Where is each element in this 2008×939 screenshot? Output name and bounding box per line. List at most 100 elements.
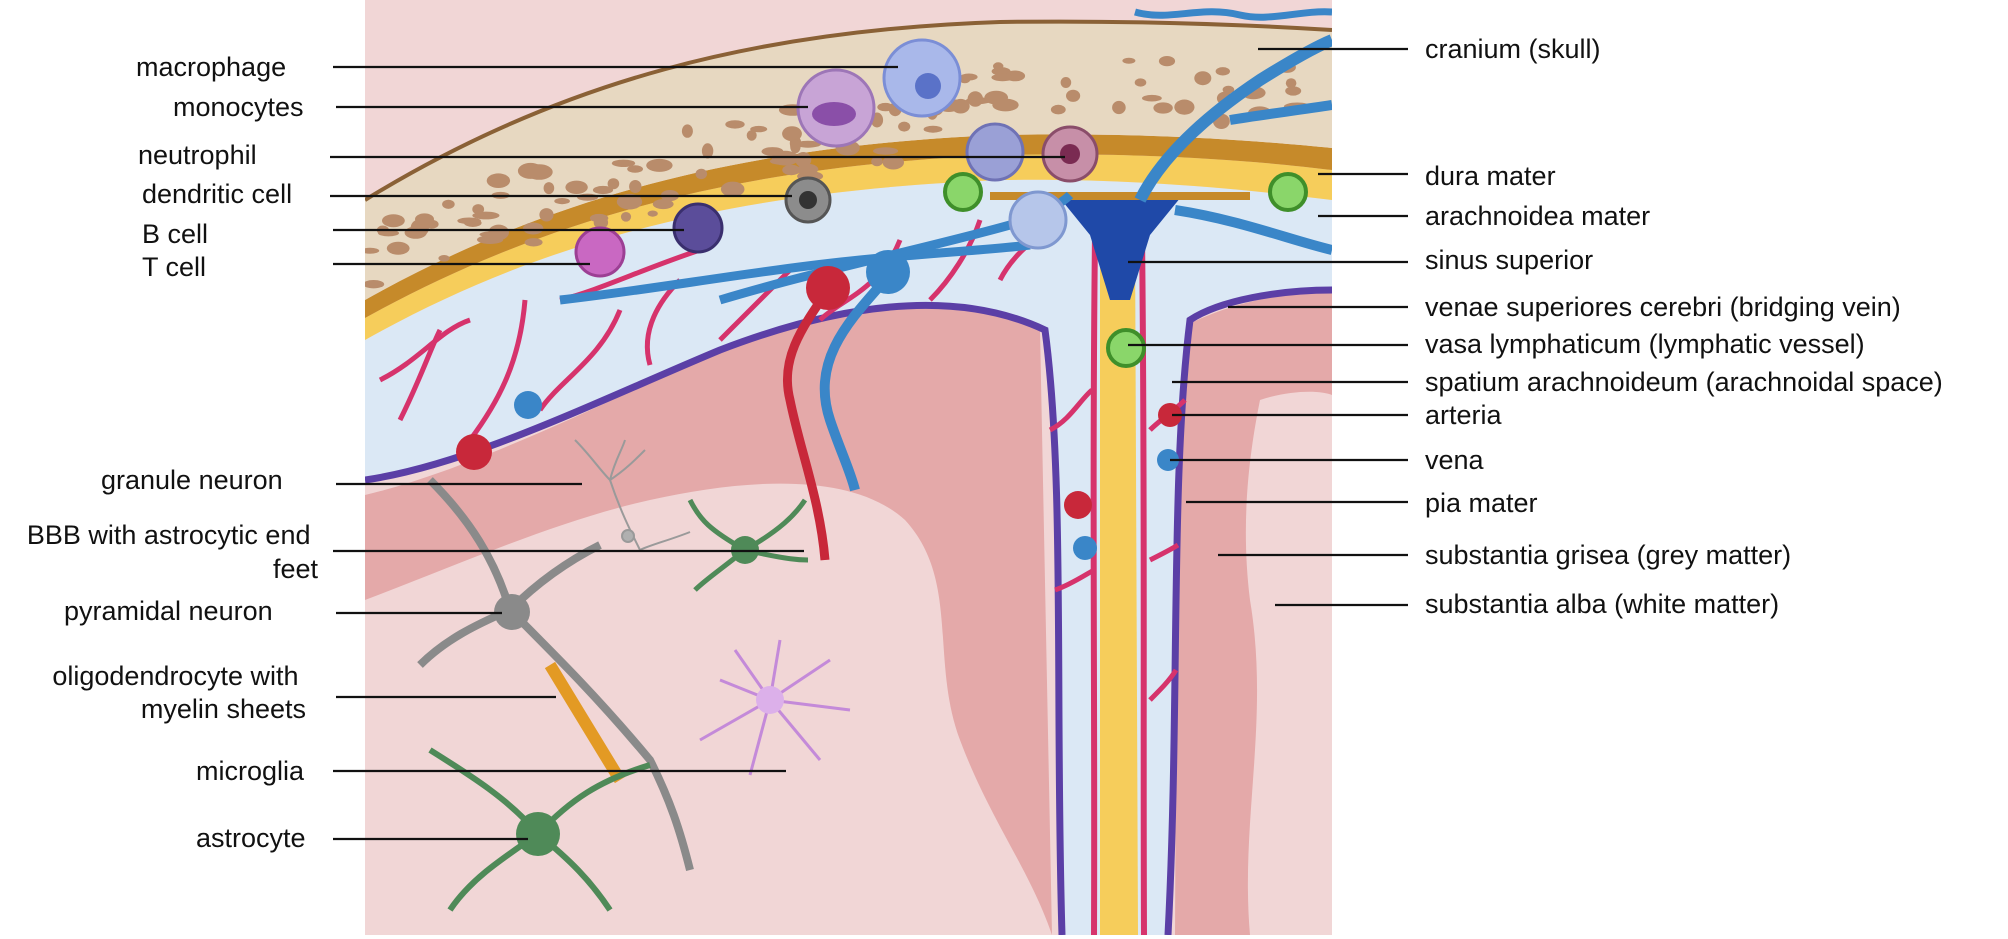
skull-pore — [592, 185, 614, 195]
label-granule-neuron: granule neuron — [101, 465, 283, 495]
lymphatic-vessel-1 — [943, 172, 983, 212]
pyramidal-soma — [494, 594, 530, 630]
skull-pore — [1142, 94, 1162, 102]
label-neutrophil: neutrophil — [138, 140, 257, 170]
illustration — [365, 0, 1332, 935]
skull-outer-edge — [365, 19, 1332, 202]
label-b-cell: B cell — [142, 219, 208, 249]
skull-pore — [365, 247, 380, 254]
label-spatium: spatium arachnoideum (arachnoidal space) — [1425, 367, 1943, 397]
label-sinus-superior: sinus superior — [1425, 245, 1593, 275]
label-cranium: cranium (skull) — [1425, 34, 1601, 64]
white-matter-core-right — [1245, 391, 1332, 935]
label-arteria: arteria — [1425, 400, 1503, 430]
skull-pore — [620, 212, 632, 222]
skull-pore — [488, 224, 510, 241]
skull-pore — [695, 168, 708, 180]
skull-pore — [720, 181, 745, 197]
vein-cross-section-3 — [1157, 449, 1179, 471]
skull-pore — [524, 238, 543, 247]
astrocyte-soma — [516, 812, 560, 856]
vein-head — [866, 250, 910, 294]
skull-pore — [959, 74, 971, 84]
skull-pore — [647, 210, 658, 217]
skull-pore — [652, 199, 674, 210]
skull-pore — [577, 193, 599, 201]
artery-cross-section-3 — [1158, 403, 1182, 427]
skull-pore — [1153, 102, 1173, 114]
label-grisea: substantia grisea (grey matter) — [1425, 540, 1791, 570]
arachnoid-space — [365, 179, 1332, 935]
monocyte-nucleus — [812, 102, 856, 126]
label-vasa: vasa lymphaticum (lymphatic vessel) — [1425, 329, 1865, 359]
vein-cross-section-1 — [514, 391, 542, 419]
skull-pore — [746, 130, 757, 141]
skull-pore — [438, 254, 450, 262]
neutrophil-cell-a — [965, 122, 1025, 182]
skull-pore — [1112, 100, 1126, 115]
b-cell — [672, 202, 724, 254]
label-pia-mater: pia mater — [1425, 488, 1538, 518]
labels-layer: macrophage monocytes neutrophil dendriti… — [27, 34, 1943, 853]
label-oligodendrocyte: oligodendrocyte with myelin sheets — [52, 661, 306, 724]
neutrophil-nucleus — [1060, 144, 1080, 164]
skull-pore — [1050, 104, 1066, 115]
vein-cross-section-2 — [1073, 536, 1097, 560]
skull-pore — [769, 157, 794, 165]
skull-pore — [457, 217, 481, 225]
skull-pore — [1215, 67, 1231, 76]
skull-pore — [629, 180, 642, 193]
arachnoid-layer — [365, 154, 1332, 340]
skull-pore — [472, 204, 485, 215]
skull-pore — [486, 173, 511, 188]
skull-pore — [1285, 78, 1297, 88]
pia-mater-right — [1164, 286, 1332, 935]
label-dura-mater: dura mater — [1425, 161, 1556, 191]
skull-pore — [627, 165, 643, 173]
skull-pore — [1060, 77, 1072, 88]
microglia-cell — [699, 639, 851, 776]
skull-pore — [1222, 85, 1235, 94]
skull-pore — [898, 121, 911, 132]
skull-pore — [725, 120, 745, 129]
label-venae: venae superiores cerebri (bridging vein) — [1425, 292, 1901, 322]
skull-pore — [365, 280, 385, 289]
skull-pore — [991, 73, 1014, 82]
myelin-sheath — [544, 661, 626, 784]
skull — [365, 21, 1332, 300]
artery-head — [806, 266, 850, 310]
skull-pore — [993, 62, 1004, 71]
skull-pore — [882, 155, 904, 170]
dura-layer — [365, 134, 1332, 318]
skull-pore — [442, 199, 455, 209]
artery-cross-section-2 — [1064, 491, 1092, 519]
skull-pore — [873, 147, 899, 155]
penetrating-vein — [819, 276, 889, 492]
skull-pore — [1174, 99, 1195, 115]
skull-pore — [382, 214, 405, 228]
falx-cerebri — [1100, 230, 1138, 935]
skull-pore — [523, 222, 544, 235]
skull-pore — [701, 143, 714, 159]
skull-pore — [554, 198, 570, 205]
skull-pore — [1122, 57, 1136, 64]
skull-pore — [750, 125, 768, 133]
bridging-vein-riser-2 — [1229, 100, 1332, 125]
skull-pore — [1194, 71, 1212, 86]
bridging-vein-1 — [559, 240, 1031, 305]
skull-pore — [1066, 89, 1081, 102]
skull-pore — [790, 139, 801, 154]
lymphatic-vessel-3 — [1106, 328, 1146, 368]
bridging-vein-cell — [1008, 190, 1068, 250]
scalp-vein — [1134, 8, 1332, 21]
skull-pore — [871, 156, 883, 167]
skull-pore — [681, 124, 693, 138]
skull-pore — [965, 97, 991, 105]
label-dendritic-cell: dendritic cell — [142, 179, 292, 209]
dendritic-nucleus — [799, 191, 817, 209]
penetrating-artery — [782, 287, 832, 561]
skull-pore — [1158, 56, 1176, 67]
label-monocytes: monocytes — [173, 92, 304, 122]
label-vena: vena — [1425, 445, 1485, 475]
